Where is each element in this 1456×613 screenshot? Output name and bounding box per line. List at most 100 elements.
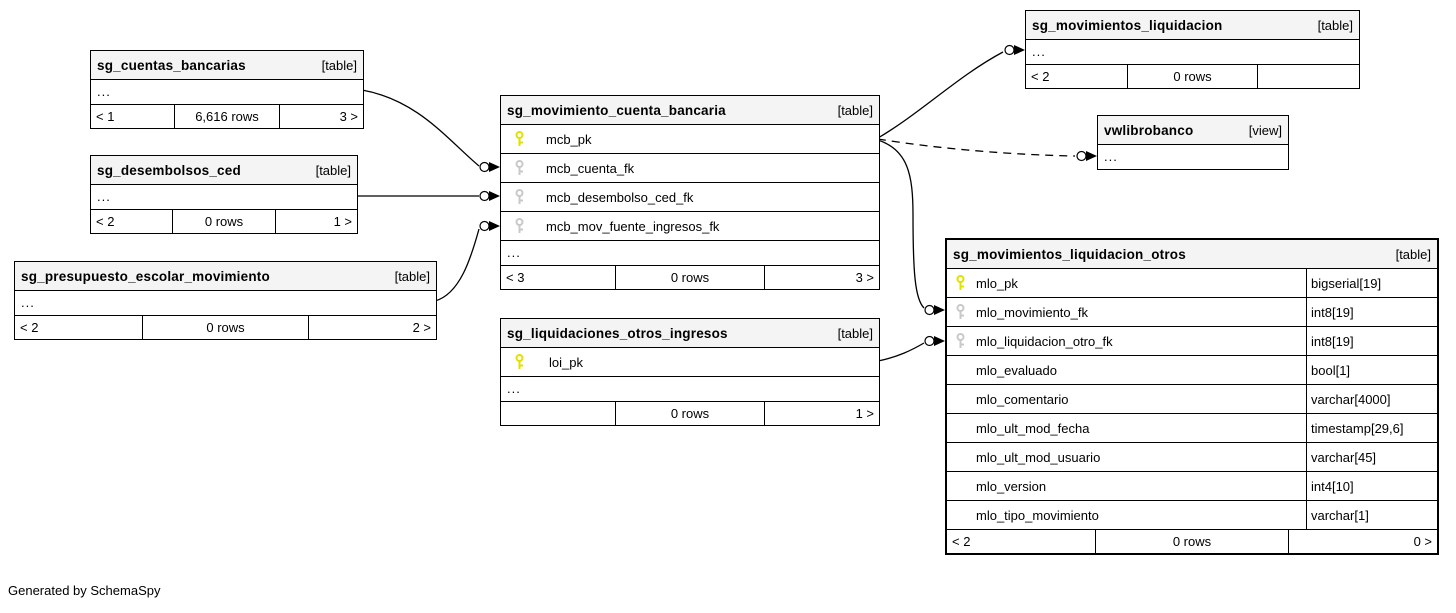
hidden-parents-count: < 1 bbox=[96, 109, 115, 124]
table-header[interactable]: sg_desembolsos_ced [table] bbox=[91, 156, 357, 184]
table-sg_movimiento_cuenta_bancaria[interactable]: sg_movimiento_cuenta_bancaria [table] mc… bbox=[500, 95, 880, 290]
hidden-columns-row: ... bbox=[1098, 144, 1288, 169]
fk-endpoint-arrow bbox=[1014, 45, 1025, 55]
table-stats-row: 0 rows 1 > bbox=[501, 401, 879, 425]
foreign-key-icon bbox=[956, 333, 965, 348]
column-row: mlo_tipo_movimiento varchar[1] bbox=[947, 500, 1437, 529]
fk-endpoint-circle bbox=[924, 304, 935, 316]
hidden-columns-row: ... bbox=[501, 240, 879, 265]
hidden-children-count: 3 > bbox=[279, 105, 363, 128]
table-sg_movimientos_liquidacion_otros[interactable]: sg_movimientos_liquidacion_otros [table]… bbox=[945, 238, 1439, 555]
relationship-liquidaciones-to-mlo bbox=[877, 342, 925, 362]
table-stats-row: < 2 0 rows 0 > bbox=[947, 529, 1437, 553]
fk-endpoint-arrow bbox=[489, 191, 500, 201]
table-kind-label: [table] bbox=[837, 102, 873, 118]
no-key-spacer bbox=[955, 391, 966, 407]
table-sg_movimientos_liquidacion[interactable]: sg_movimientos_liquidacion [table] ... <… bbox=[1025, 10, 1360, 89]
table-stats-row: < 2 0 rows bbox=[1026, 64, 1359, 88]
table-kind-label: [table] bbox=[1317, 17, 1353, 33]
table-title: sg_movimientos_liquidacion bbox=[1032, 17, 1223, 33]
table-kind-label: [view] bbox=[1248, 122, 1282, 138]
no-key-spacer bbox=[955, 420, 966, 436]
fk-endpoint-arrow bbox=[934, 336, 945, 346]
relationship-movimiento-to-movliq bbox=[877, 51, 1004, 139]
table-stats-row: < 1 6,616 rows 3 > bbox=[91, 104, 363, 128]
column-row: mlo_ult_mod_fecha timestamp[29,6] bbox=[947, 413, 1437, 442]
hidden-columns-row: ... bbox=[15, 290, 436, 315]
column-row: mlo_evaluado bool[1] bbox=[947, 355, 1437, 384]
table-header[interactable]: sg_presupuesto_escolar_movimiento [table… bbox=[15, 262, 436, 290]
column-row: mlo_comentario varchar[4000] bbox=[947, 384, 1437, 413]
column-type: varchar[45] bbox=[1306, 443, 1437, 471]
row-count: 0 rows bbox=[615, 266, 764, 289]
relationship-cuentas-to-movimiento bbox=[361, 89, 480, 167]
column-row: mlo_liquidacion_otro_fk int8[19] bbox=[947, 326, 1437, 355]
hidden-parents-count: < 2 bbox=[96, 214, 115, 229]
column-type: bool[1] bbox=[1306, 356, 1437, 384]
column-name: mlo_ult_mod_usuario bbox=[976, 449, 1101, 465]
table-kind-label: [table] bbox=[394, 268, 430, 284]
column-name: mlo_liquidacion_otro_fk bbox=[976, 333, 1113, 349]
hidden-children-count: 1 > bbox=[763, 402, 879, 425]
table-title: vwlibrobanco bbox=[1104, 122, 1194, 138]
table-stats-row: < 2 0 rows 1 > bbox=[91, 209, 357, 233]
table-sg_desembolsos_ced[interactable]: sg_desembolsos_ced [table] ... < 2 0 row… bbox=[90, 155, 358, 234]
table-header[interactable]: sg_movimiento_cuenta_bancaria [table] bbox=[501, 96, 879, 124]
hidden-parents-count bbox=[501, 402, 615, 425]
foreign-key-icon bbox=[515, 189, 524, 204]
view-vwlibrobanco[interactable]: vwlibrobanco [view] ... bbox=[1097, 115, 1289, 170]
row-count: 0 rows bbox=[1094, 530, 1289, 553]
table-sg_cuentas_bancarias[interactable]: sg_cuentas_bancarias [table] ... < 1 6,6… bbox=[90, 50, 364, 129]
table-header[interactable]: sg_movimientos_liquidacion_otros [table] bbox=[947, 240, 1437, 268]
table-stats-row: < 3 0 rows 3 > bbox=[501, 265, 879, 289]
table-title: sg_desembolsos_ced bbox=[97, 162, 241, 178]
column-type: bigserial[19] bbox=[1306, 269, 1437, 297]
table-header[interactable]: vwlibrobanco [view] bbox=[1098, 116, 1288, 144]
table-title: sg_cuentas_bancarias bbox=[97, 57, 246, 73]
hidden-parents-count: < 2 bbox=[20, 320, 39, 335]
primary-key-icon bbox=[515, 131, 524, 146]
fk-endpoint-circle bbox=[479, 220, 490, 232]
column-row: mlo_ult_mod_usuario varchar[45] bbox=[947, 442, 1437, 471]
column-name: mlo_ult_mod_fecha bbox=[976, 420, 1090, 436]
table-header[interactable]: sg_liquidaciones_otros_ingresos [table] bbox=[501, 319, 879, 347]
column-row: mlo_version int4[10] bbox=[947, 471, 1437, 500]
column-name: mlo_version bbox=[976, 478, 1047, 494]
column-name: mcb_pk bbox=[546, 131, 592, 147]
relationship-movimiento-to-vwlibrobanco bbox=[877, 138, 1076, 157]
column-type: varchar[4000] bbox=[1306, 385, 1437, 413]
fk-endpoint-arrow bbox=[489, 221, 500, 231]
row-count: 6,616 rows bbox=[173, 105, 280, 128]
column-name: mlo_pk bbox=[976, 275, 1018, 291]
table-sg_liquidaciones_otros_ingresos[interactable]: sg_liquidaciones_otros_ingresos [table] … bbox=[500, 318, 880, 426]
column-type: varchar[1] bbox=[1306, 501, 1437, 529]
table-header[interactable]: sg_movimientos_liquidacion [table] bbox=[1026, 11, 1359, 39]
column-type: int8[19] bbox=[1306, 327, 1437, 355]
row-count: 0 rows bbox=[615, 402, 764, 425]
column-name: mlo_tipo_movimiento bbox=[976, 507, 1099, 523]
column-type: int8[19] bbox=[1306, 298, 1437, 326]
table-title: sg_presupuesto_escolar_movimiento bbox=[21, 268, 270, 284]
hidden-parents-count: < 2 bbox=[1031, 69, 1050, 84]
hidden-columns-row: ... bbox=[91, 184, 357, 209]
table-title: sg_movimiento_cuenta_bancaria bbox=[507, 102, 726, 118]
column-row: mcb_cuenta_fk bbox=[501, 153, 879, 182]
hidden-children-count: 0 > bbox=[1288, 530, 1437, 553]
fk-endpoint-circle bbox=[924, 335, 935, 347]
fk-endpoint-circle bbox=[479, 161, 490, 173]
fk-endpoint-arrow bbox=[1086, 151, 1097, 161]
column-name: mcb_mov_fuente_ingresos_fk bbox=[546, 218, 720, 234]
table-title: sg_movimientos_liquidacion_otros bbox=[953, 246, 1186, 262]
primary-key-icon bbox=[515, 354, 524, 369]
table-header[interactable]: sg_cuentas_bancarias [table] bbox=[91, 51, 363, 79]
column-row: mlo_pk bigserial[19] bbox=[947, 268, 1437, 297]
relationship-movimiento-to-mlo bbox=[877, 139, 925, 309]
column-row: loi_pk bbox=[501, 347, 879, 376]
table-sg_presupuesto_escolar_movimiento[interactable]: sg_presupuesto_escolar_movimiento [table… bbox=[14, 261, 437, 340]
table-kind-label: [table] bbox=[1395, 246, 1431, 262]
hidden-columns-row: ... bbox=[501, 376, 879, 401]
hidden-columns-row: ... bbox=[91, 79, 363, 104]
column-row: mcb_mov_fuente_ingresos_fk bbox=[501, 211, 879, 240]
